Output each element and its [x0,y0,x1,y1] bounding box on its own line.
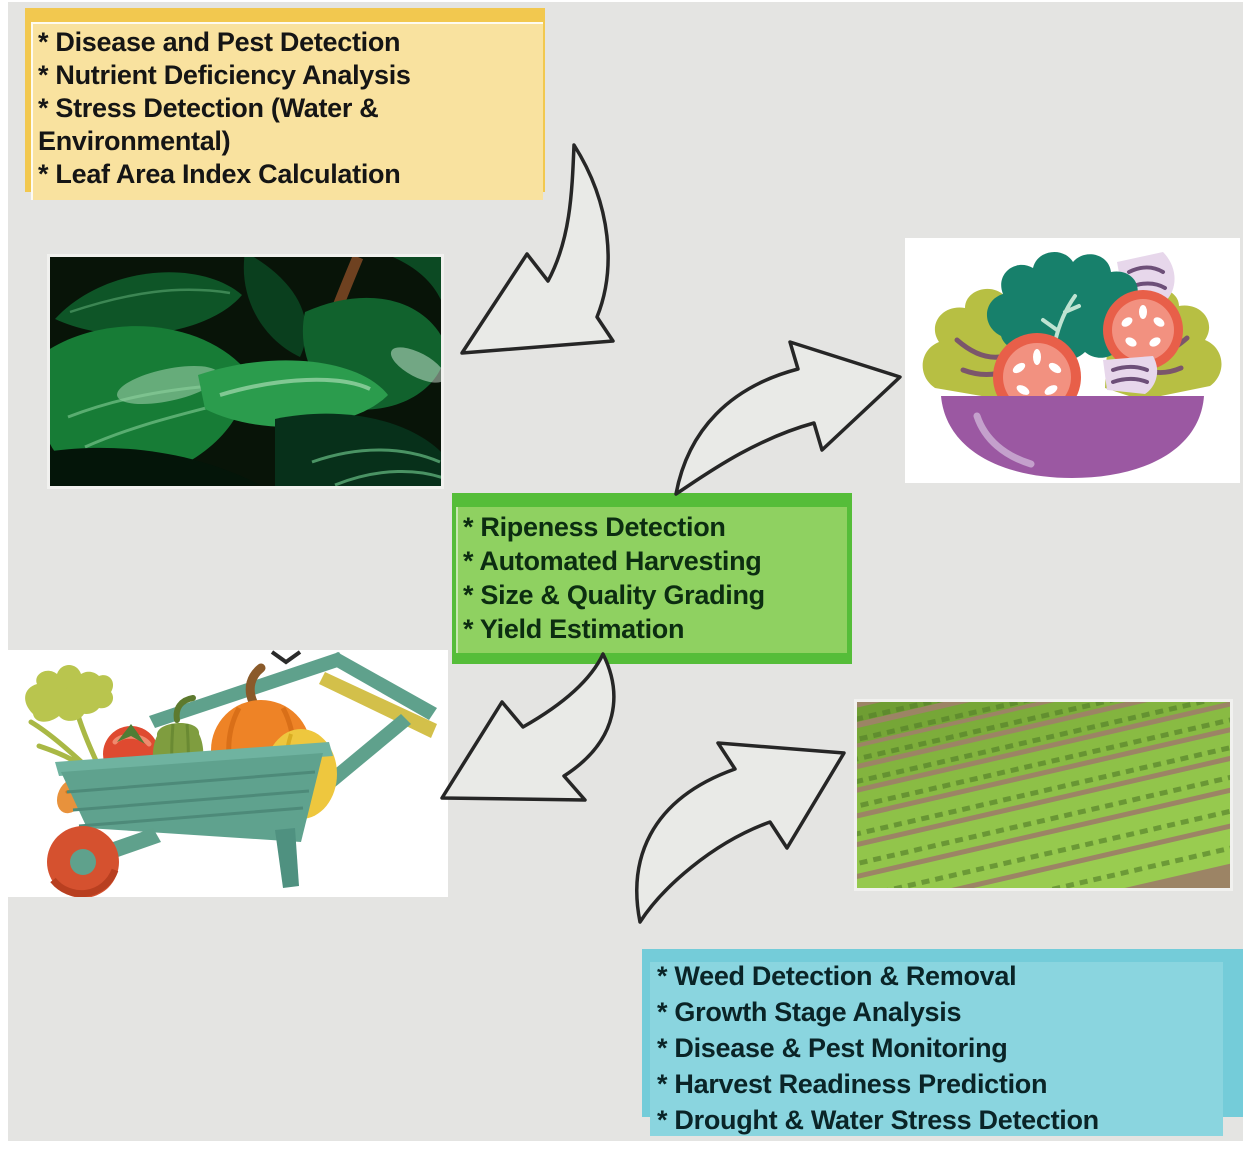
vegetable-wheelbarrow-illustration [3,650,448,897]
crop-field-rows-photo [854,699,1233,891]
crop-monitoring-task-list: * Disease and Pest Detection * Nutrient … [38,26,535,191]
task-item: * Stress Detection (Water & Environmenta… [38,93,379,156]
tomato-slice-right [1103,290,1183,370]
chevron-mark-icon [270,650,302,665]
vegetable-wheelbarrow-card [3,650,448,897]
task-item: * Size & Quality Grading [463,580,765,610]
task-item: * Growth Stage Analysis [657,997,962,1027]
task-item: * Yield Estimation [463,614,685,644]
wheelbarrow-bin [55,742,333,888]
harvesting-task-list: * Ripeness Detection * Automated Harvest… [463,510,851,646]
task-item: * Automated Harvesting [463,546,762,576]
green-leaves-photo [47,254,444,489]
wheel [47,826,119,897]
task-item: * Disease & Pest Monitoring [657,1033,1008,1063]
field-management-task-list: * Weed Detection & Removal * Growth Stag… [657,958,1223,1138]
salad-bowl [941,396,1204,478]
crop-field-rows-art [857,702,1230,888]
mushroom-slice-bottom [1103,356,1158,394]
task-item: * Drought & Water Stress Detection [657,1105,1099,1135]
salad-bowl-card [905,238,1240,483]
task-item: * Nutrient Deficiency Analysis [38,60,411,90]
task-item: * Leaf Area Index Calculation [38,159,401,189]
green-leaves-photo-art [50,257,441,486]
task-item: * Weed Detection & Removal [657,961,1017,991]
task-item: * Disease and Pest Detection [38,27,401,57]
task-item: * Harvest Readiness Prediction [657,1069,1048,1099]
harvesting-panel [456,507,847,653]
salad-bowl-illustration [905,238,1240,483]
crop-monitoring-panel [31,22,543,200]
field-management-panel [650,962,1223,1136]
task-item: * Ripeness Detection [463,512,726,542]
